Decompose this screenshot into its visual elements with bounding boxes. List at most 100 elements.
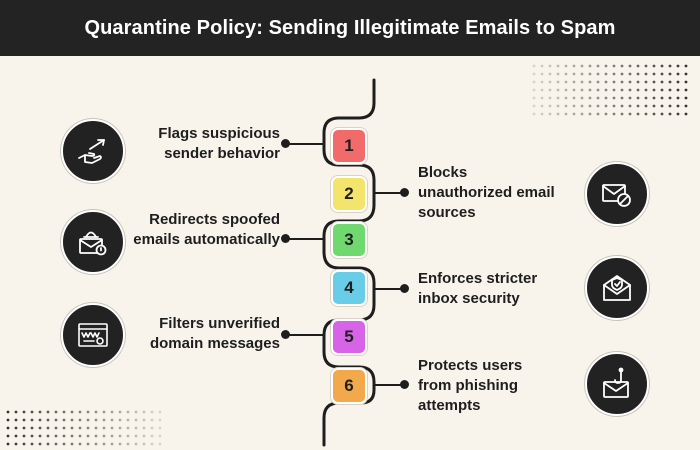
decorative-dot bbox=[636, 112, 640, 116]
decorative-dot bbox=[38, 426, 42, 430]
decorative-dot bbox=[70, 442, 74, 446]
step-4-label: Enforces stricter inbox security bbox=[418, 270, 538, 307]
decorative-dot bbox=[556, 64, 560, 68]
decorative-dot bbox=[14, 434, 18, 438]
decorative-dot bbox=[644, 112, 648, 116]
decorative-dot bbox=[660, 104, 664, 108]
decorative-dot bbox=[652, 104, 656, 108]
decorative-dot bbox=[110, 442, 114, 446]
decorative-dot bbox=[556, 112, 560, 116]
decorative-dot bbox=[564, 64, 568, 68]
decorative-dot bbox=[628, 112, 632, 116]
decorative-dot bbox=[158, 442, 162, 446]
decorative-dot bbox=[596, 96, 600, 100]
decorative-dot bbox=[14, 442, 18, 446]
decorative-dot bbox=[628, 64, 632, 68]
decorative-dot bbox=[596, 72, 600, 76]
decorative-dot bbox=[540, 80, 544, 84]
decorative-dot bbox=[612, 96, 616, 100]
step-2-dot bbox=[400, 188, 409, 197]
decorative-dot bbox=[668, 72, 672, 76]
decorative-dot bbox=[158, 434, 162, 438]
decorative-dot bbox=[102, 410, 106, 414]
decorative-dot bbox=[612, 80, 616, 84]
decorative-dot bbox=[6, 434, 10, 438]
step-5-number: 5 bbox=[344, 327, 354, 346]
decorative-dot bbox=[612, 72, 616, 76]
step-1-label: Flags suspicious sender behavior bbox=[158, 125, 280, 162]
step-4-dot bbox=[400, 284, 409, 293]
step-3-badge: 3 bbox=[331, 222, 367, 258]
decorative-dot bbox=[126, 410, 130, 414]
decorative-dot bbox=[62, 434, 66, 438]
decorative-dot bbox=[684, 72, 688, 76]
decorative-dot bbox=[118, 410, 122, 414]
decorative-dot bbox=[110, 410, 114, 414]
decorative-dot bbox=[110, 418, 114, 422]
decorative-dot bbox=[548, 64, 552, 68]
decorative-dot bbox=[612, 104, 616, 108]
decorative-dot bbox=[572, 88, 576, 92]
decorative-dot bbox=[30, 434, 34, 438]
decorative-dot bbox=[62, 418, 66, 422]
decorative-dot bbox=[102, 442, 106, 446]
step-1-number: 1 bbox=[344, 136, 354, 155]
decorative-dot bbox=[94, 434, 98, 438]
decorative-dot bbox=[580, 96, 584, 100]
decorative-dot bbox=[652, 72, 656, 76]
decorative-dot bbox=[94, 418, 98, 422]
decorative-dot bbox=[572, 72, 576, 76]
decorative-dot bbox=[142, 434, 146, 438]
step-3-number: 3 bbox=[344, 230, 354, 249]
decorative-dot bbox=[668, 88, 672, 92]
decorative-dot bbox=[548, 88, 552, 92]
decorative-dot bbox=[70, 426, 74, 430]
decorative-dot bbox=[628, 104, 632, 108]
decorative-dot bbox=[548, 112, 552, 116]
decorative-dot bbox=[94, 442, 98, 446]
decorative-dot bbox=[676, 104, 680, 108]
decorative-dot bbox=[540, 64, 544, 68]
decorative-dot bbox=[54, 418, 58, 422]
decorative-dot bbox=[636, 104, 640, 108]
decorative-dot bbox=[142, 410, 146, 414]
decorative-dot bbox=[46, 442, 50, 446]
decorative-dot bbox=[588, 80, 592, 84]
decorative-dot bbox=[532, 80, 536, 84]
decorative-dot bbox=[588, 88, 592, 92]
decorative-dot bbox=[532, 96, 536, 100]
decorative-dot bbox=[46, 418, 50, 422]
decorative-dot bbox=[532, 112, 536, 116]
decorative-dot bbox=[572, 64, 576, 68]
decorative-dot bbox=[564, 104, 568, 108]
decorative-dot bbox=[134, 410, 138, 414]
decorative-dot bbox=[612, 88, 616, 92]
decorative-dot bbox=[676, 88, 680, 92]
decorative-dot bbox=[668, 104, 672, 108]
decorative-dot bbox=[30, 442, 34, 446]
decorative-dot bbox=[660, 64, 664, 68]
decorative-dot bbox=[54, 410, 58, 414]
decorative-dot bbox=[572, 104, 576, 108]
decorative-dot bbox=[596, 80, 600, 84]
decorative-dot bbox=[620, 72, 624, 76]
decorative-dot bbox=[572, 112, 576, 116]
decorative-dot bbox=[54, 442, 58, 446]
decorative-dot bbox=[14, 426, 18, 430]
decorative-dot bbox=[620, 64, 624, 68]
decorative-dot bbox=[668, 64, 672, 68]
decorative-dot bbox=[596, 88, 600, 92]
decorative-dot bbox=[604, 88, 608, 92]
decorative-dot bbox=[636, 72, 640, 76]
decorative-dot bbox=[604, 112, 608, 116]
decorative-dot bbox=[684, 80, 688, 84]
decorative-dot bbox=[70, 410, 74, 414]
decorative-dot bbox=[150, 426, 154, 430]
decorative-dot bbox=[604, 80, 608, 84]
decorative-dot bbox=[6, 426, 10, 430]
decorative-dot bbox=[676, 80, 680, 84]
decorative-dot bbox=[652, 88, 656, 92]
step-6-badge: 6 bbox=[331, 368, 367, 404]
decorative-dot bbox=[78, 410, 82, 414]
decorative-dot bbox=[38, 434, 42, 438]
